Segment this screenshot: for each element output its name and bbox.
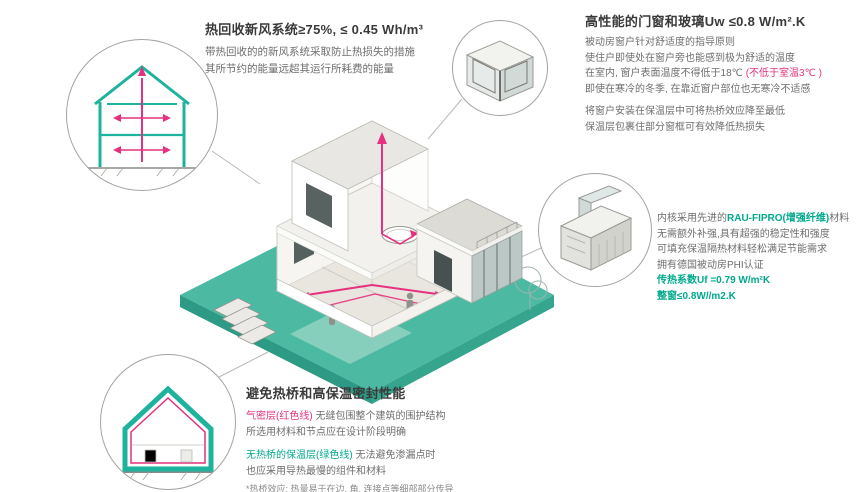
profile-line-1: 内核采用先进的RAU-FIPRO(增强纤维)材料 xyxy=(657,213,850,224)
ventilation-arrows xyxy=(113,66,171,162)
uw-value: 整窗≤0.8W//m2.K xyxy=(657,290,736,302)
windows-line-2: 使住户即使处在窗户旁也能感到极为舒适的温度 xyxy=(585,52,795,64)
insulation-text-block: 避免热桥和高保温密封性能 气密层(红色线) 无缝包围整个建筑的围护结构 所选用材… xyxy=(246,386,590,492)
windows-text-block: 高性能的门窗和玻璃Uw ≤0.8 W/m².K 被动房窗户针对舒适度的指导原则 … xyxy=(585,14,859,135)
window-profile-circle xyxy=(538,173,652,287)
insulation-section-drawing xyxy=(114,385,222,481)
hvac-section-drawing xyxy=(83,65,201,177)
room-temp-note: (不低于室温3℃ ) xyxy=(745,68,822,80)
ground-hatching xyxy=(84,167,196,177)
upper-roof xyxy=(291,120,429,190)
wing-door xyxy=(434,250,452,292)
profile-line-4: 拥有德国被动房PHI认证 xyxy=(657,259,764,271)
profile-line-3: 可填充保温隔热材料轻松满足节能需求 xyxy=(657,244,827,255)
insulation-detail-circle xyxy=(100,354,236,490)
ground-hatching xyxy=(114,471,216,481)
thermal-bridge-footnote: *热桥效应: 热量易于在边, 角, 连接点等细部部分传导 xyxy=(246,484,454,492)
thermal-layer-line-2: 也应采用导热最慢的组件和材料 xyxy=(246,465,386,477)
hvac-text-block: 热回收新风系统≥75%, ≤ 0.45 Wh/m³ 带热回收的的新风系统采取防止… xyxy=(205,22,443,78)
profile-text-block: 内核采用先进的RAU-FIPRO(增强纤维)材料 无需额外补强,具有超强的稳定性… xyxy=(657,211,865,304)
windows-line-6: 保温层包裹住部分窗框可有效降低热损失 xyxy=(585,121,765,133)
insulation-title: 避免热桥和高保温密封性能 xyxy=(246,386,406,401)
window-glass xyxy=(306,183,332,228)
window-corner-drawing xyxy=(465,40,535,102)
window-mark xyxy=(144,449,157,463)
window-profile-drawing xyxy=(559,185,633,271)
hvac-detail-circle xyxy=(66,39,218,191)
house-3d-illustration xyxy=(180,120,554,404)
airtight-layer-label: 气密层(红色线) xyxy=(246,411,313,423)
thermal-layer-line-1: 无热桥的保温层(绿色线) 无法避免渗漏点时 xyxy=(246,450,436,462)
windows-line-4: 即使在寒冷的冬季, 在靠近窗户部位也无寒冷不适感 xyxy=(585,83,811,95)
garden-stairs xyxy=(213,297,277,345)
rau-fipro-label: RAU-FIPRO(增强纤维) xyxy=(727,213,830,224)
airtight-layer-line xyxy=(130,396,206,464)
platform-side-right xyxy=(372,295,554,404)
uf-value: 传热系数Uf =0.79 W/m²K xyxy=(657,275,771,286)
thermal-insulation-layer-line xyxy=(122,385,214,472)
thermal-layer-label: 无热桥的保温层(绿色线) xyxy=(246,450,353,462)
windows-title: 高性能的门窗和玻璃Uw ≤0.8 W/m².K xyxy=(585,14,806,29)
hvac-line-1: 带热回收的的新风系统采取防止热损失的措施 xyxy=(205,46,415,59)
window-corner-circle xyxy=(452,20,548,116)
hvac-line-2: 其所节约的能量远超其运行所耗费的能量 xyxy=(205,63,394,76)
profile-line-2: 无需额外补强,具有超强的稳定性和强度 xyxy=(657,228,830,240)
profile-chambers xyxy=(566,232,624,266)
hvac-title: 热回收新风系统≥75%, ≤ 0.45 Wh/m³ xyxy=(205,22,424,37)
windows-line-1: 被动房窗户针对舒适度的指导原则 xyxy=(585,37,735,49)
airtight-layer-line-2: 所选用材料和节点应在设计阶段明确 xyxy=(246,426,406,438)
windows-line-5: 将窗户安装在保温层中可将热桥效应降至最低 xyxy=(585,106,785,118)
roof-railing xyxy=(476,221,518,249)
airtight-layer-line-1: 气密层(红色线) 无缝包围整个建筑的围护结构 xyxy=(246,411,446,423)
windows-line-3: 在室内, 窗户表面温度不得低于18℃ (不低于室温3℃ ) xyxy=(585,68,822,80)
ventilation-duct-upper xyxy=(377,132,419,245)
glazed-wing xyxy=(416,198,523,304)
window-mark xyxy=(180,449,193,463)
